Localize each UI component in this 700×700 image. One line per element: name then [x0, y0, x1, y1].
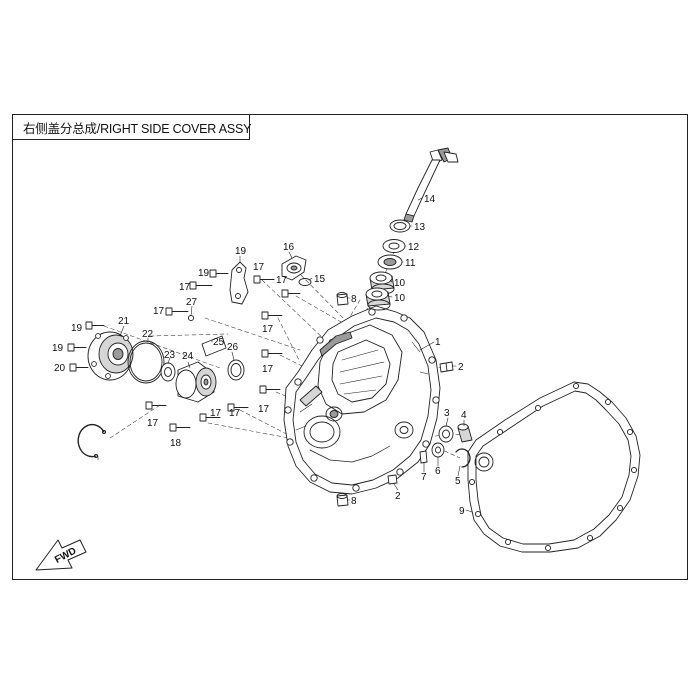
callout-17i: 17 — [210, 408, 222, 419]
bolt-part-17-c — [281, 289, 301, 298]
callout-10: 10 — [394, 278, 406, 289]
callout-8: 8 — [351, 294, 357, 305]
label-part-24 — [201, 335, 227, 357]
circlip-part-5 — [455, 448, 471, 468]
collar-part-11 — [377, 254, 403, 270]
bolt-part-17-k — [169, 423, 191, 432]
bolt-part-17-j — [227, 403, 249, 412]
callout-15: 15 — [314, 274, 326, 285]
callout-17f: 17 — [262, 364, 274, 375]
diagram-frame — [12, 114, 688, 580]
right-side-cover-part-1 — [283, 305, 441, 495]
callout-4: 4 — [461, 410, 467, 421]
callout-2b: 2 — [395, 491, 401, 502]
pin-part-7 — [419, 450, 428, 464]
plug-part-2-bottom — [387, 474, 398, 485]
housing-part-20 — [87, 331, 134, 381]
callout-16: 16 — [283, 242, 295, 253]
seal-part-25 — [227, 359, 245, 381]
callout-20: 21 — [118, 316, 130, 327]
callout-6: 6 — [435, 466, 441, 477]
callout-17g: 17 — [258, 404, 270, 415]
o-ring-part-13 — [389, 219, 411, 233]
bracket-part-18 — [229, 261, 249, 305]
callout-10b: 10 — [394, 293, 406, 304]
title-box: 右侧盖分总成/RIGHT SIDE COVER ASSY — [12, 114, 252, 140]
callout-17d: 17 — [153, 306, 165, 317]
bolt-part-19-a — [85, 321, 105, 330]
bolt-part-17-f — [261, 349, 283, 358]
snap-ring-part-27 — [77, 423, 107, 459]
callout-5: 5 — [455, 476, 461, 487]
bolt-part-17-d — [165, 307, 189, 316]
bolt-part-17-h — [145, 401, 167, 410]
callout-22: 23 — [164, 350, 176, 361]
drain-plug-part-2-right — [439, 361, 454, 373]
callout-24: 25 — [213, 337, 225, 348]
bolt-part-19-d — [209, 269, 229, 278]
callout-18: 19 — [235, 246, 247, 257]
bolt-part-17-g — [259, 385, 281, 394]
callout-19c: 19 — [52, 343, 64, 354]
callout-11: 11 — [405, 258, 416, 269]
callout-19b: 19 — [71, 323, 83, 334]
callout-17k: 18 — [170, 438, 182, 449]
washer-part-12 — [382, 239, 406, 253]
bolt-group — [67, 269, 301, 432]
bolt-part-17-e — [261, 311, 283, 320]
leader-lines — [97, 197, 473, 513]
diagram-title: 右侧盖分总成/RIGHT SIDE COVER ASSY — [23, 121, 252, 136]
forward-arrow-icon — [35, 539, 87, 571]
callout-8b: 8 — [351, 496, 357, 507]
bushing-part-4 — [457, 423, 473, 443]
bolt-part-17-b — [253, 275, 275, 284]
bearing-part-10-upper — [369, 271, 395, 295]
callout-19a: 19 — [198, 268, 210, 279]
callout-17c: 17 — [276, 275, 288, 286]
callout-9: 9 — [459, 506, 465, 517]
o-ring-part-15 — [298, 278, 312, 286]
callout-19d: 20 — [54, 363, 66, 374]
cap-part-16 — [281, 255, 307, 281]
bearing-part-10-lower — [365, 287, 391, 311]
callout-1: 1 — [435, 337, 441, 348]
callout-25: 26 — [227, 342, 239, 353]
dowel-pin-part-8-top — [336, 292, 349, 306]
o-ring-part-21 — [127, 340, 165, 384]
bolt-part-17-a — [189, 281, 213, 290]
callout-7: 7 — [421, 472, 427, 483]
callout-labels: 1 2 2 3 4 5 6 7 8 8 9 10 10 11 12 13 14 … — [52, 194, 467, 517]
dowel-pin-part-8-bottom — [336, 493, 349, 507]
washer-part-6 — [431, 442, 445, 458]
rotor-part-23 — [175, 361, 217, 403]
speed-sensor-part-14 — [403, 147, 459, 223]
bolt-part-17-i — [199, 413, 221, 422]
bolt-part-19-c — [69, 363, 89, 372]
callout-21: 22 — [142, 329, 154, 340]
callout-12: 12 — [408, 242, 420, 253]
callout-17h: 17 — [147, 418, 159, 429]
callout-3: 3 — [444, 408, 450, 419]
callout-2: 2 — [458, 362, 464, 373]
gasket-part-9 — [467, 381, 641, 553]
callout-17e: 17 — [262, 324, 274, 335]
callout-17b: 17 — [253, 262, 265, 273]
bolt-part-19-b — [67, 343, 87, 352]
callout-26: 27 — [186, 297, 198, 308]
oil-seal-part-3 — [438, 425, 454, 443]
callout-23: 24 — [182, 351, 194, 362]
callout-13: 13 — [414, 222, 426, 233]
callout-17j: 17 — [229, 408, 241, 419]
callout-14: 14 — [424, 194, 436, 205]
callout-17a: 17 — [179, 282, 191, 293]
bearing-part-22 — [160, 362, 176, 382]
